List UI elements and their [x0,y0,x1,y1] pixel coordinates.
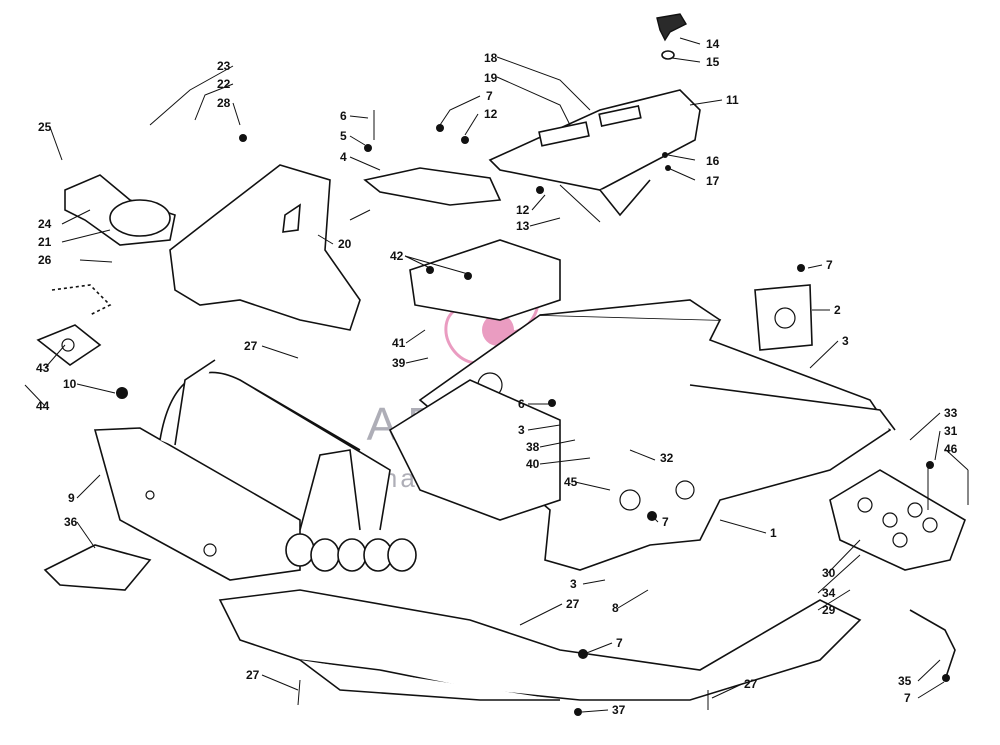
belly-pan-edge [299,659,560,701]
callout-label: 7 [616,636,623,650]
callout-label: 41 [392,336,406,350]
callout-label: 42 [390,249,404,263]
bumper-bar-upright [174,359,216,446]
callout-label: 5 [340,129,347,143]
callout-label: 7 [662,515,669,529]
frame-hole [619,489,641,511]
callout-label: 3 [518,423,525,437]
stabilizer-bar [909,609,956,681]
cover-plate [43,544,152,591]
callout-label: 7 [486,89,493,103]
callout-label: 27 [244,339,258,353]
callout-label: 30 [822,566,836,580]
callout-label: 27 [246,668,260,682]
console-panel [488,89,701,191]
callout-label: 35 [898,674,912,688]
callout-label: 3 [570,577,577,591]
spindle-rollers [285,533,417,572]
callout-label: 39 [392,356,406,370]
callout-label: 10 [63,377,77,391]
leader-lines [24,37,969,713]
callout-label: 34 [822,586,836,600]
callout-label: 27 [566,597,580,611]
belly-pan [218,589,862,701]
callout-label: 4 [340,150,347,164]
front-plate [93,427,301,581]
callout-label: 38 [526,440,540,454]
engine-mount-plate [409,239,561,321]
callout-label: 33 [944,406,958,420]
bumper-bar-upright [299,449,361,531]
front-plate-hole [145,490,155,500]
callout-label: 46 [944,442,958,456]
callout-labels: 14 15 11 18 19 7 12 16 17 6 5 4 12 13 23… [36,37,958,717]
callout-label: 17 [706,174,720,188]
gasket-outline [51,284,112,316]
choke-knob [656,13,687,42]
callout-label: 12 [516,203,530,217]
frame-top-edge [539,299,721,321]
callout-label: 27 [744,677,758,691]
callout-label: 16 [706,154,720,168]
frame-hole [675,480,695,500]
callout-label: 7 [826,258,833,272]
callout-label: 14 [706,37,720,51]
callout-label: 1 [770,526,777,540]
steering-bracket [363,167,502,206]
callout-label: 2 [834,303,841,317]
callout-label: 37 [612,703,626,717]
console-leg [599,179,651,217]
callout-label: 25 [38,120,52,134]
steering-support [388,379,561,521]
callout-label: 32 [660,451,674,465]
main-frame [418,314,892,571]
callout-label: 12 [484,107,498,121]
callout-label: 45 [564,475,578,489]
front-plate-hole [203,543,217,557]
callout-label: 8 [612,601,619,615]
callout-label: 36 [64,515,78,529]
fasteners [116,124,950,716]
callout-label: 19 [484,71,498,85]
callout-label: 9 [68,491,75,505]
callout-label: 40 [526,457,540,471]
callout-label: 6 [340,109,347,123]
callout-label: 15 [706,55,720,69]
callout-label: 13 [516,219,530,233]
callout-label: 26 [38,253,52,267]
callout-label: 7 [904,691,911,705]
callout-label: 23 [217,59,231,73]
callout-label: 28 [217,96,231,110]
frame-rail [689,384,896,431]
callout-label: 22 [217,77,231,91]
bolt-shafts [297,110,969,710]
callout-label: 24 [38,217,52,231]
callout-label: 3 [842,334,849,348]
callout-label: 31 [944,424,958,438]
callout-label: 18 [484,51,498,65]
callout-label: 6 [518,397,525,411]
callout-label: 44 [36,399,50,413]
nose-cone-slot [282,203,301,233]
callout-label: 43 [36,361,50,375]
callout-label: 11 [726,93,739,107]
grommet [661,50,675,60]
callout-label: 21 [38,235,52,249]
frame-parts [36,13,969,716]
callout-label: 29 [822,603,836,617]
nose-cone [169,164,361,331]
callout-label: 20 [338,237,352,251]
